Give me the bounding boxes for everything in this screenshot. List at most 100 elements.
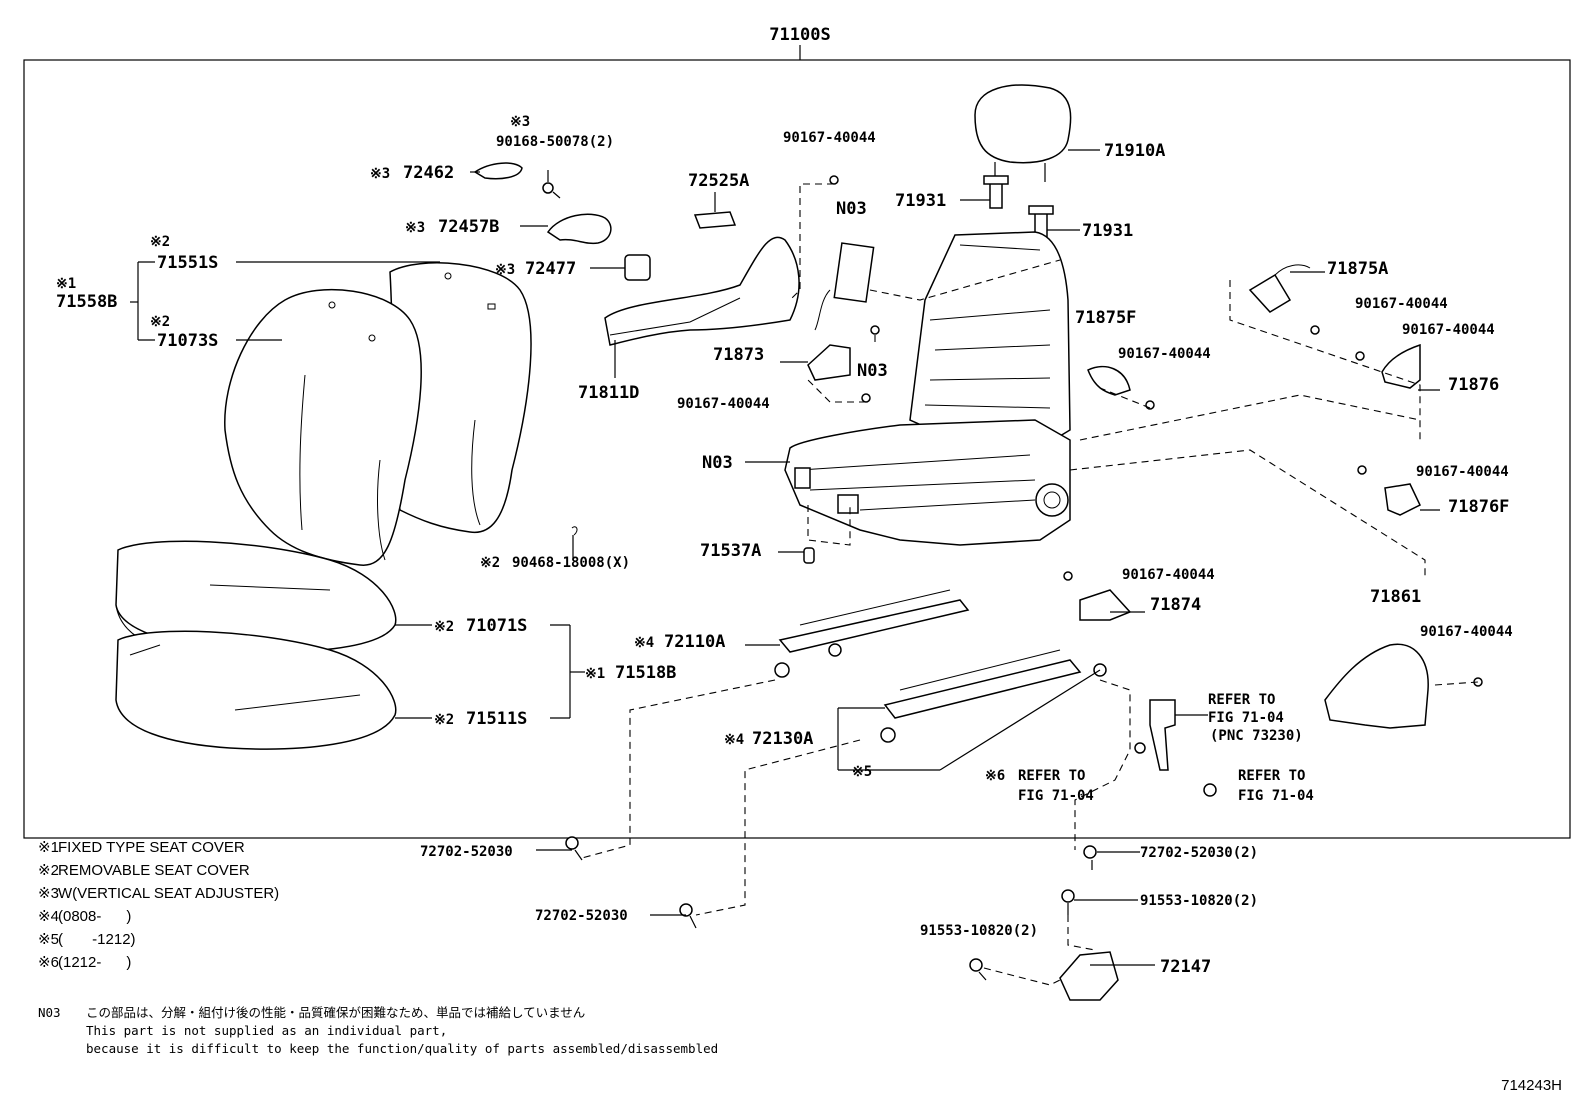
label-71558B[interactable]: 71558B <box>56 292 117 312</box>
label-90168-50078[interactable]: 90168-50078(2) <box>496 134 614 150</box>
seat-back-cover-rear[interactable] <box>389 262 532 534</box>
cover-71876[interactable] <box>1381 343 1421 389</box>
label-72525A[interactable]: 72525A <box>688 171 749 191</box>
bolt-90167-r1[interactable] <box>1310 325 1320 335</box>
label-71873[interactable]: 71873 <box>713 345 764 365</box>
bracket-72147[interactable] <box>1059 951 1119 1001</box>
label-90167-71875F[interactable]: 90167-40044 <box>1118 346 1211 362</box>
label-n03-frame[interactable]: N03 <box>702 453 733 473</box>
legend-mark-2: ※2 <box>38 862 59 879</box>
legend-text-5: ( -1212) <box>58 931 136 948</box>
marker-3a: ※3 <box>510 114 530 130</box>
label-90167-71874[interactable]: 90167-40044 <box>1122 567 1215 583</box>
label-71511S[interactable]: 71511S <box>466 709 527 729</box>
cover-72525A[interactable] <box>693 211 737 229</box>
bolt-90167-r2[interactable] <box>1355 351 1365 361</box>
bolt-91553-a[interactable] <box>1061 889 1075 915</box>
label-90167-r3[interactable]: 90167-40044 <box>1416 464 1509 480</box>
marker-2d: ※2 <box>434 619 454 635</box>
bolt-90167-r3[interactable] <box>1357 465 1367 475</box>
bracket-71874[interactable] <box>1079 589 1132 621</box>
shield-71861[interactable] <box>1324 643 1429 729</box>
label-71876[interactable]: 71876 <box>1448 375 1499 395</box>
bolt-91553-b[interactable] <box>969 958 987 981</box>
bolt-90167-top[interactable] <box>829 175 839 185</box>
label-90167-71861[interactable]: 90167-40044 <box>1420 624 1513 640</box>
label-91553-a[interactable]: 91553-10820(2) <box>1140 893 1258 909</box>
refer1-line2[interactable]: FIG 71-04 <box>1208 710 1284 726</box>
part-labels: ※1 71558B ※2 71551S ※2 71073S ※3 90168-5… <box>56 114 1513 977</box>
label-71811D[interactable]: 71811D <box>578 383 639 403</box>
cover-71875F[interactable] <box>1087 365 1131 396</box>
label-72702-a[interactable]: 72702-52030 <box>420 844 513 860</box>
belt-anchor[interactable] <box>1149 699 1176 771</box>
pin-71537A[interactable] <box>803 547 815 564</box>
seat-back-cover-front[interactable] <box>224 288 422 566</box>
bolt-90167-n03[interactable] <box>870 325 880 335</box>
label-71073S[interactable]: 71073S <box>157 331 218 351</box>
label-71537A[interactable]: 71537A <box>700 541 761 561</box>
label-72702-b[interactable]: 72702-52030 <box>535 908 628 924</box>
label-71071S[interactable]: 71071S <box>466 616 527 636</box>
label-90167-r1[interactable]: 90167-40044 <box>1355 296 1448 312</box>
label-91553-b[interactable]: 91553-10820(2) <box>920 923 1038 939</box>
label-90167-71873[interactable]: 90167-40044 <box>677 396 770 412</box>
shield-71811D[interactable] <box>604 236 800 346</box>
refer2-line2[interactable]: FIG 71-04 <box>1018 788 1094 804</box>
label-72457B[interactable]: 72457B <box>438 217 499 237</box>
assembly-number[interactable]: 71100S <box>769 25 830 45</box>
guide-71931-right[interactable] <box>1028 205 1054 239</box>
refer3-line2[interactable]: FIG 71-04 <box>1238 788 1314 804</box>
knob-72457B[interactable] <box>546 213 612 245</box>
module-n03[interactable] <box>833 242 875 303</box>
figure-code: 714243H <box>1501 1077 1562 1094</box>
label-72702-c[interactable]: 72702-52030(2) <box>1140 845 1258 861</box>
bracket-71873[interactable] <box>807 344 851 381</box>
washer[interactable] <box>1134 742 1146 754</box>
label-71874[interactable]: 71874 <box>1150 595 1201 615</box>
cover-72462[interactable] <box>473 162 523 180</box>
bolt-refer[interactable] <box>1203 783 1217 797</box>
bolt-90168[interactable] <box>542 182 561 199</box>
label-90167-top[interactable]: 90167-40044 <box>783 130 876 146</box>
bracket-72477[interactable] <box>624 254 651 281</box>
legend-mark-4: ※4 <box>38 908 59 925</box>
label-n03-top[interactable]: N03 <box>836 199 867 219</box>
guide-71931-left[interactable] <box>983 175 1009 209</box>
bolt-72702-a[interactable] <box>565 836 583 861</box>
label-72477[interactable]: 72477 <box>525 259 576 279</box>
marker-2e: ※2 <box>434 712 454 728</box>
seat-cushion-cover-lower[interactable] <box>115 630 397 750</box>
label-90167-r2[interactable]: 90167-40044 <box>1402 322 1495 338</box>
label-71861[interactable]: 71861 <box>1370 587 1421 607</box>
clip-90468[interactable] <box>571 526 578 536</box>
label-72110A[interactable]: 72110A <box>664 632 725 652</box>
bolt-90167-71874[interactable] <box>1063 571 1073 581</box>
cover-71876F[interactable] <box>1384 483 1421 516</box>
adjuster-72130A[interactable] <box>880 649 1107 743</box>
marker-4b: ※4 <box>724 732 744 748</box>
label-71910A[interactable]: 71910A <box>1104 141 1165 161</box>
adjuster-72110A[interactable] <box>774 589 970 678</box>
label-72130A[interactable]: 72130A <box>752 729 813 749</box>
refer1-line1: REFER TO <box>1208 692 1275 708</box>
label-71931-right[interactable]: 71931 <box>1082 221 1133 241</box>
label-72462[interactable]: 72462 <box>403 163 454 183</box>
bolt-72702-c[interactable] <box>1083 845 1097 870</box>
label-71876F[interactable]: 71876F <box>1448 497 1509 517</box>
label-71518B[interactable]: 71518B <box>615 663 676 683</box>
marker-5: ※5 <box>852 764 872 780</box>
label-n03-mid[interactable]: N03 <box>857 361 888 381</box>
headrest-71910A[interactable] <box>974 84 1072 182</box>
label-71875A[interactable]: 71875A <box>1327 259 1388 279</box>
bolt-90167-71873[interactable] <box>861 393 871 403</box>
label-71875F[interactable]: 71875F <box>1075 308 1136 328</box>
label-71931-left[interactable]: 71931 <box>895 191 946 211</box>
cover-71875A[interactable] <box>1248 273 1292 313</box>
label-72147[interactable]: 72147 <box>1160 957 1211 977</box>
label-90468-18008[interactable]: 90468-18008(X) <box>512 555 630 571</box>
bolt-72702-b[interactable] <box>679 903 697 929</box>
label-71551S[interactable]: 71551S <box>157 253 218 273</box>
seat-frame-n03[interactable] <box>784 231 1071 546</box>
marker-2b: ※2 <box>150 314 170 330</box>
